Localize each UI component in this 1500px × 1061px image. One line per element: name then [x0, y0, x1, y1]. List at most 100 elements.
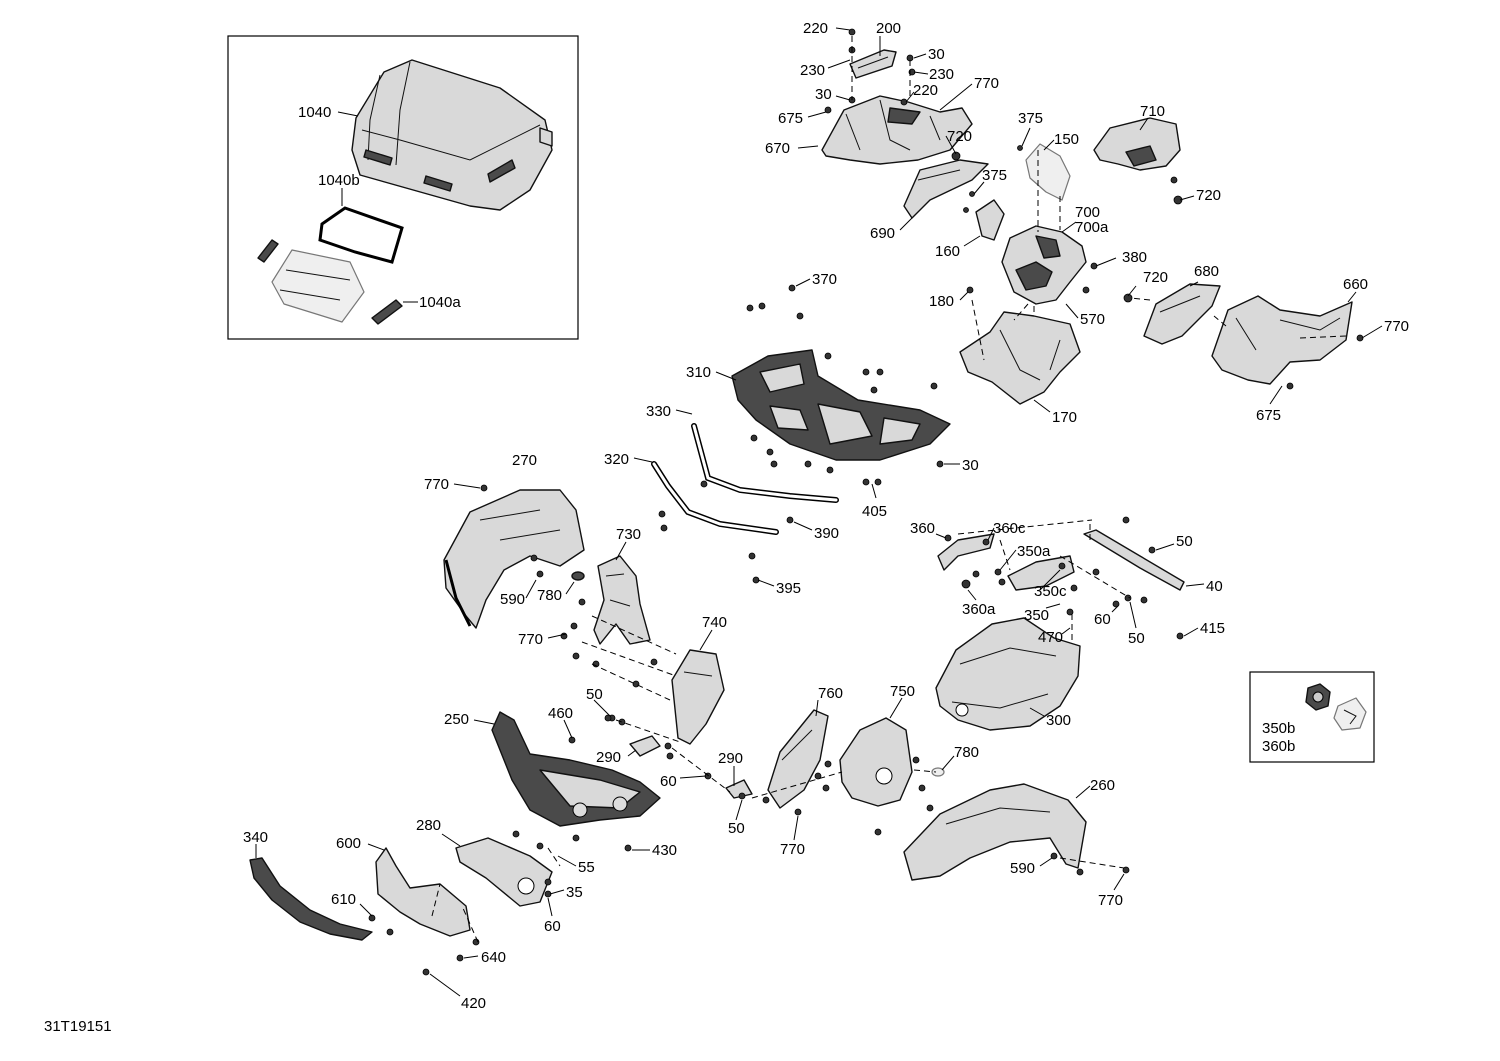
part-350b-nut: [1305, 683, 1331, 711]
callout-320: 320: [604, 451, 629, 468]
callout-590: 590: [500, 591, 525, 608]
leader-lines: [255, 27, 1383, 997]
callout-375: 375: [1018, 110, 1043, 127]
part-780-plug: [571, 571, 585, 581]
callout-375: 375: [982, 167, 1007, 184]
callout-770: 770: [518, 631, 543, 648]
callout-360: 360: [910, 520, 935, 537]
callout-290: 290: [596, 749, 621, 766]
part-710-cover: [1093, 117, 1181, 171]
callout-180: 180: [929, 293, 954, 310]
callout-770: 770: [974, 75, 999, 92]
part-290b-bracket: [725, 779, 753, 799]
callout-670: 670: [765, 140, 790, 157]
part-740-panel: [671, 649, 725, 745]
callout-310: 310: [686, 364, 711, 381]
part-250-front-fascia: [491, 711, 661, 827]
part-660-fender: [1211, 295, 1353, 385]
callout-700: 700: [1075, 204, 1100, 221]
callout-280: 280: [416, 817, 441, 834]
callout-30: 30: [962, 457, 979, 474]
callout-1040: 1040: [298, 104, 331, 121]
drawing-code: 31T19151: [44, 1018, 112, 1035]
callout-170: 170: [1052, 409, 1077, 426]
callout-770: 770: [424, 476, 449, 493]
callout-675: 675: [778, 110, 803, 127]
callout-220: 220: [913, 82, 938, 99]
callout-395: 395: [776, 580, 801, 597]
callout-230: 230: [800, 62, 825, 79]
callout-740: 740: [702, 614, 727, 631]
callout-360c: 360c: [993, 520, 1026, 537]
part-600-skid: [375, 847, 471, 937]
callout-720: 720: [947, 128, 972, 145]
callout-250: 250: [444, 711, 469, 728]
part-150-deflector: [1025, 143, 1071, 201]
part-670-console: [821, 95, 973, 165]
part-690-panel: [903, 159, 989, 219]
callout-360a: 360a: [962, 601, 996, 618]
callout-570: 570: [1080, 311, 1105, 328]
callout-420: 420: [461, 995, 486, 1012]
callout-430: 430: [652, 842, 677, 859]
callout-640: 640: [481, 949, 506, 966]
callout-350: 350: [1024, 607, 1049, 624]
callout-780: 780: [954, 744, 979, 761]
nut-inset-frame: [1249, 671, 1375, 763]
callout-390: 390: [814, 525, 839, 542]
storage-inset-frame: [227, 35, 579, 340]
callout-750: 750: [890, 683, 915, 700]
callout-710: 710: [1140, 103, 1165, 120]
callout-230: 230: [929, 66, 954, 83]
callout-415: 415: [1200, 620, 1225, 637]
part-310-front-rack: [731, 349, 951, 461]
callout-370: 370: [812, 271, 837, 288]
callout-60: 60: [660, 773, 677, 790]
callout-610: 610: [331, 891, 356, 908]
callout-460: 460: [548, 705, 573, 722]
callout-60: 60: [544, 918, 561, 935]
part-290a-bracket: [629, 735, 661, 757]
part-360-bracket: [937, 533, 995, 571]
callout-675: 675: [1256, 407, 1281, 424]
part-330-tube: [691, 423, 839, 503]
storage-inset-labels: 1040 1040b 1040a: [298, 104, 461, 311]
callout-660: 660: [1343, 276, 1368, 293]
callout-50: 50: [586, 686, 603, 703]
part-760-panel: [767, 709, 829, 809]
part-320-tube: [651, 461, 779, 535]
part-40-crossbar: [1083, 529, 1185, 591]
callout-680: 680: [1194, 263, 1219, 280]
callout-30: 30: [928, 46, 945, 63]
callout-590: 590: [1010, 860, 1035, 877]
callout-760: 760: [818, 685, 843, 702]
callout-720: 720: [1196, 187, 1221, 204]
nut-inset-labels: 350b 360b: [1262, 720, 1295, 755]
callout-720: 720: [1143, 269, 1168, 286]
callout-55: 55: [578, 859, 595, 876]
callout-350a: 350a: [1017, 543, 1051, 560]
callout-220: 220: [803, 20, 828, 37]
callout-360b: 360b: [1262, 738, 1295, 755]
assembly-lines: [431, 36, 1347, 943]
storage-inset: [227, 35, 579, 340]
callout-330: 330: [646, 403, 671, 420]
callout-200: 200: [876, 20, 901, 37]
callout-290: 290: [718, 750, 743, 767]
part-350-bracket: [1007, 555, 1075, 591]
part-270-fender: [443, 489, 585, 629]
callout-780: 780: [537, 587, 562, 604]
part-280-bracket: [455, 837, 553, 907]
part-780b-plug: [931, 767, 945, 777]
callout-labels: 220 200 30 230 230 770 30 220 675 670 72…: [243, 20, 1409, 1012]
part-1040a-clip-left: [257, 239, 279, 263]
callout-770: 770: [780, 841, 805, 858]
callout-50: 50: [728, 820, 745, 837]
part-1040-tray: [271, 249, 365, 323]
callout-50: 50: [1176, 533, 1193, 550]
nut-inset: [1249, 671, 1375, 763]
callout-260: 260: [1090, 777, 1115, 794]
part-1040b-seal: [318, 206, 404, 264]
callout-690: 690: [870, 225, 895, 242]
